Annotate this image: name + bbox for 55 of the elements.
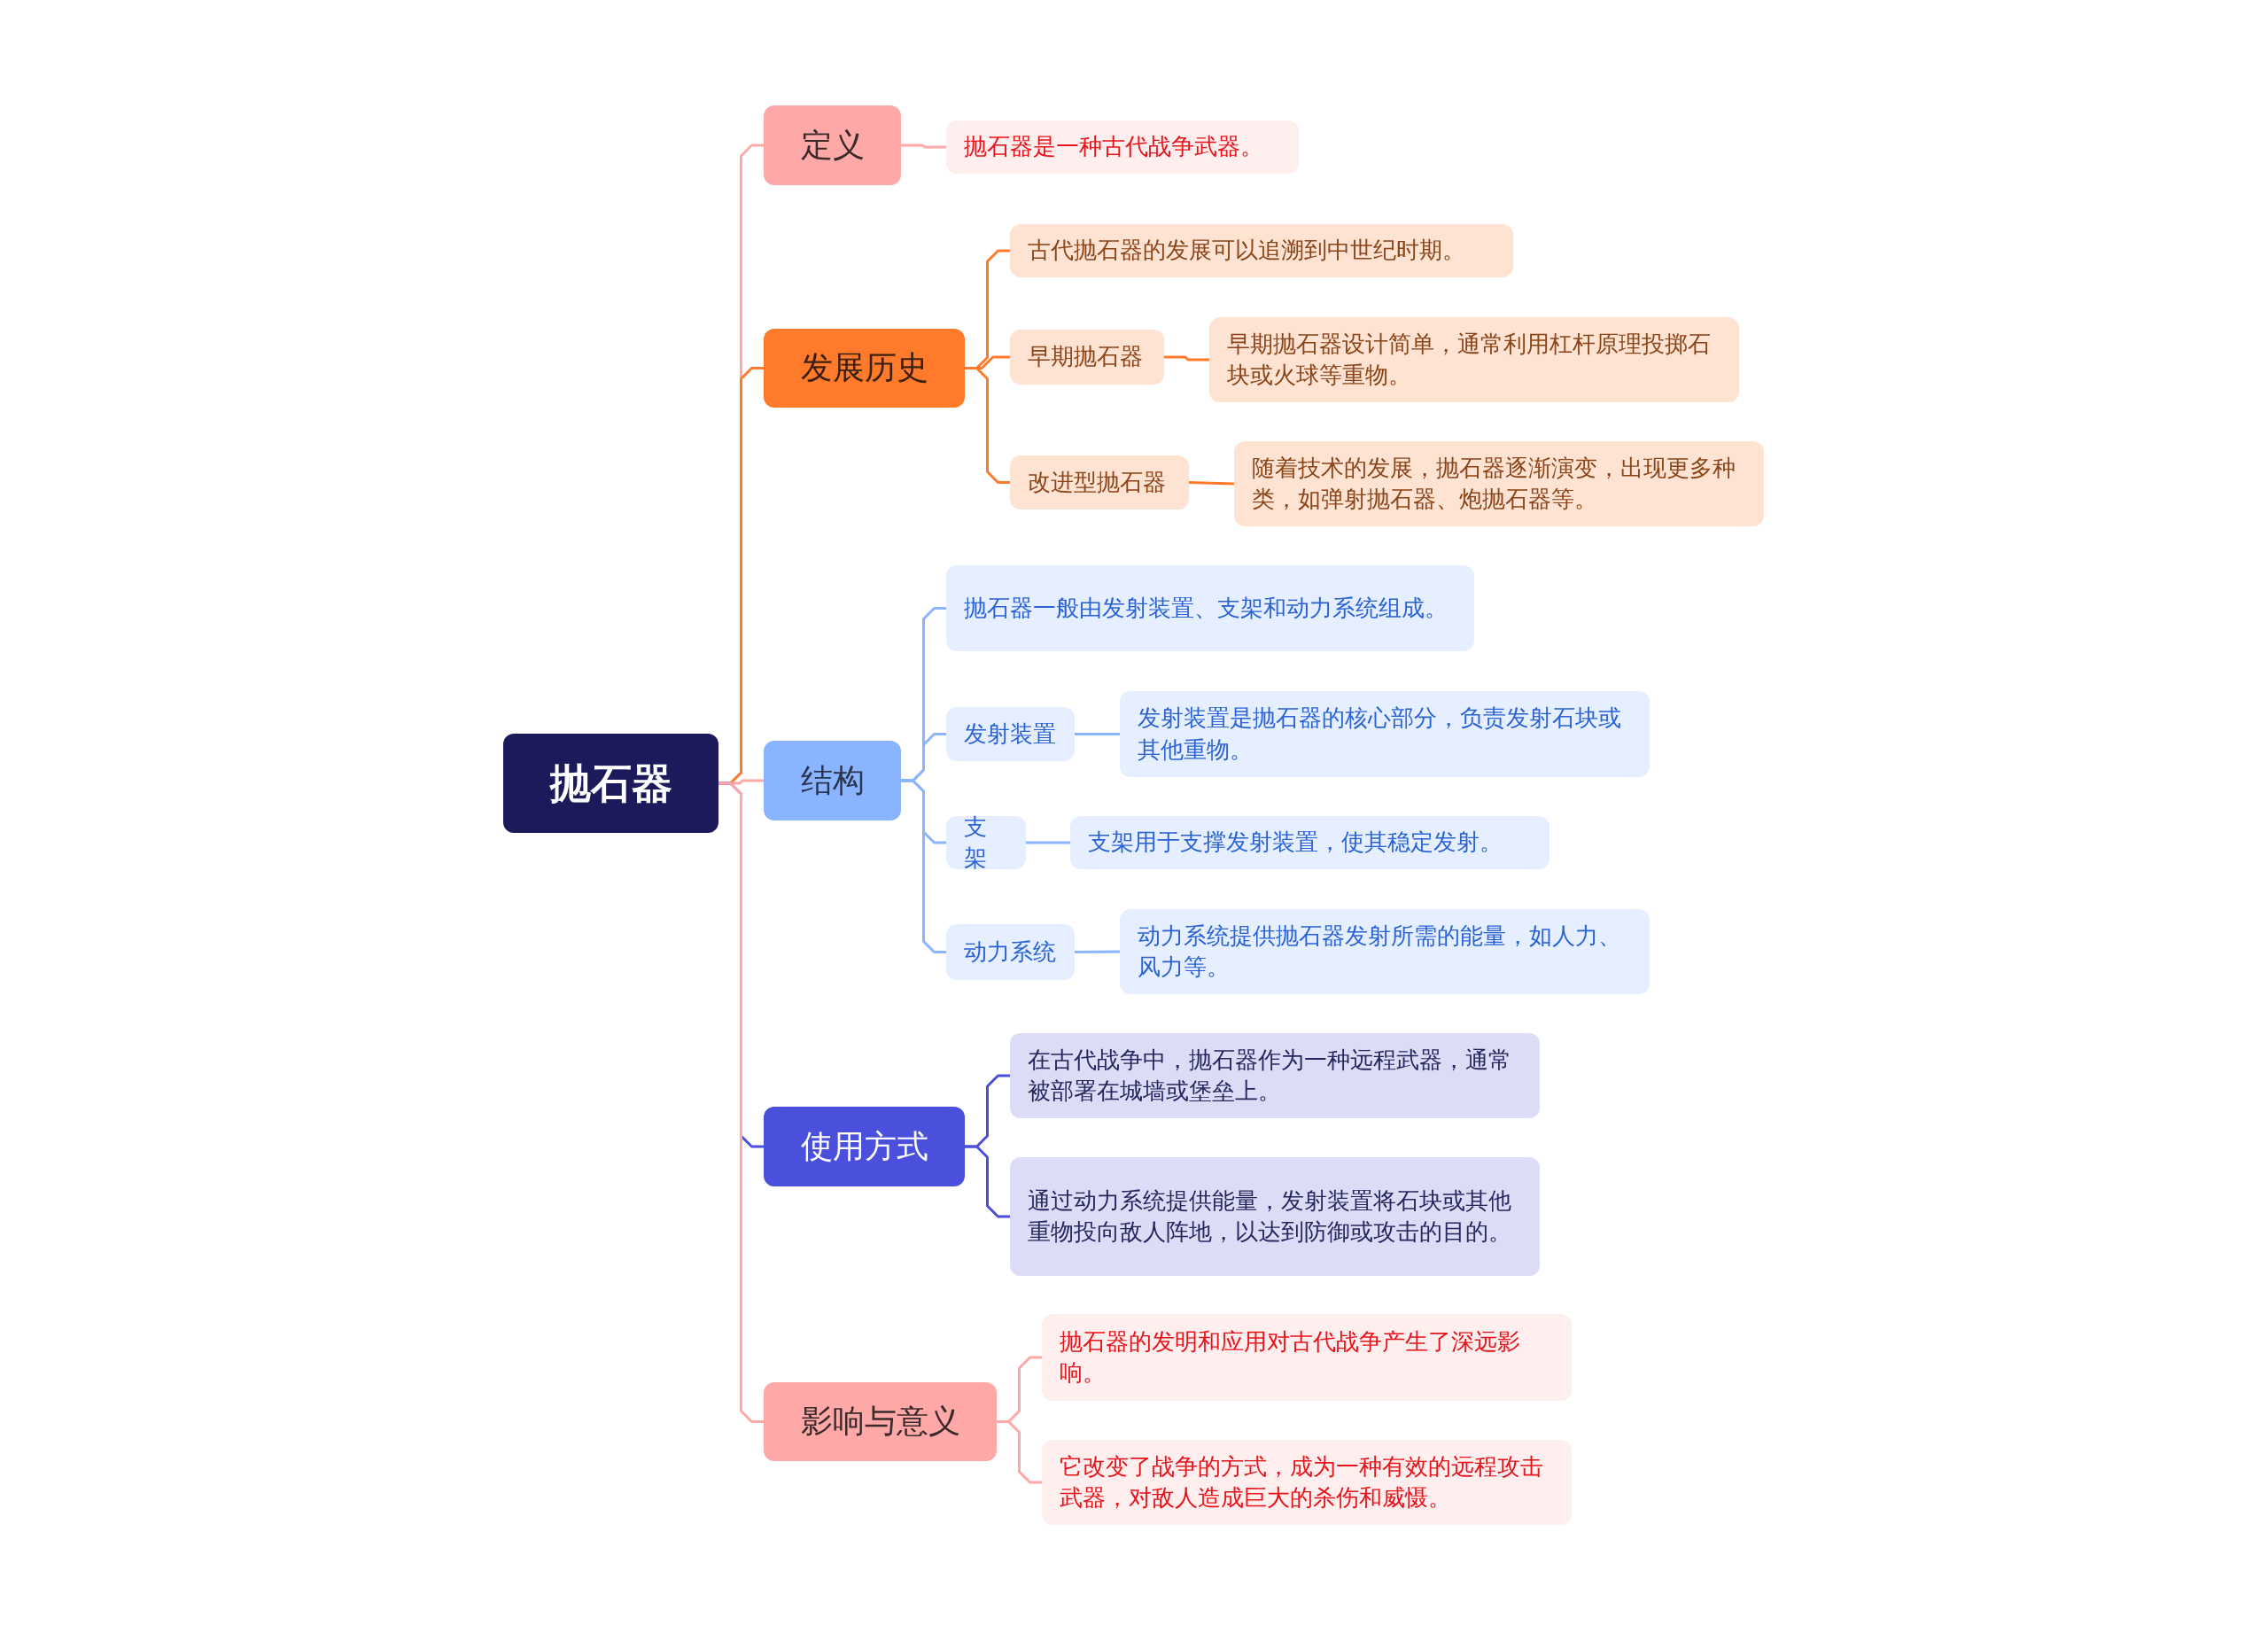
subtopic-text: 发射装置是抛石器的核心部分，负责发射石块或其他重物。 — [1138, 704, 1622, 765]
topic-box — [764, 1382, 997, 1461]
subtopic-box — [1120, 909, 1650, 994]
subtopic-box — [946, 924, 1075, 980]
subtopic-box — [946, 121, 1299, 174]
subtopic-text: 支架用于支撑发射装置，使其稳定发射。 — [1088, 828, 1503, 858]
subtopic-box — [1209, 317, 1739, 402]
connector-line — [965, 367, 1010, 484]
subtopic-text: 它改变了战争的方式，成为一种有效的远程攻击武器，对敌人造成巨大的杀伤和威慑。 — [1060, 1451, 1544, 1512]
topic-box — [764, 741, 901, 820]
connector-line — [901, 779, 946, 953]
connector-line — [1075, 950, 1120, 953]
subtopic-box — [946, 707, 1075, 761]
topic-box — [764, 105, 901, 185]
subtopic-box — [1010, 224, 1513, 277]
subtopic-text: 古代抛石器的发展可以追溯到中世纪时期。 — [1028, 236, 1465, 266]
subtopic-text: 抛石器的发明和应用对古代战争产生了深远影响。 — [1060, 1326, 1521, 1388]
subtopic-box — [1010, 330, 1164, 385]
topic-box — [764, 1107, 965, 1186]
connector-line — [1026, 841, 1070, 844]
central-topic-text: 抛石器 — [549, 758, 672, 809]
subtopic-box — [1010, 1033, 1540, 1118]
subtopic-box — [946, 816, 1026, 869]
topic-text: 定义 — [800, 125, 865, 165]
subtopic-box — [1070, 816, 1550, 869]
connector-line — [1075, 733, 1120, 735]
subtopic-box — [1120, 691, 1650, 777]
central-topic-box — [503, 734, 718, 833]
subtopic-text: 早期抛石器设计简单，通常利用杠杆原理投掷石块或火球等重物。 — [1227, 329, 1712, 390]
subtopic-text: 抛石器一般由发射装置、支架和动力系统组成。 — [964, 593, 1448, 623]
topic-text: 使用方式 — [800, 1126, 928, 1166]
topic-text: 发展历史 — [800, 348, 928, 388]
connector-line — [901, 144, 946, 149]
subtopic-box — [1042, 1440, 1572, 1525]
subtopic-box — [946, 565, 1474, 651]
subtopic-box — [1010, 1157, 1540, 1276]
topic-text: 结构 — [800, 760, 865, 800]
subtopic-box — [1010, 455, 1189, 509]
subtopic-text: 在古代战争中，抛石器作为一种远程武器，通常被部署在城墙或堡垒上。 — [1028, 1045, 1512, 1106]
subtopic-text: 改进型抛石器 — [1028, 467, 1166, 497]
subtopic-box — [1234, 441, 1764, 526]
connector-line — [1164, 355, 1209, 362]
subtopic-text: 抛石器是一种古代战争武器。 — [964, 132, 1263, 162]
subtopic-text: 支架 — [964, 812, 988, 873]
connector-line — [997, 1420, 1042, 1484]
topic-text: 影响与意义 — [800, 1402, 960, 1442]
subtopic-text: 早期抛石器 — [1028, 342, 1143, 372]
subtopic-text: 动力系统 — [964, 937, 1056, 967]
connector-line — [1188, 481, 1235, 486]
topic-box — [764, 329, 965, 408]
subtopic-text: 随着技术的发展，抛石器逐渐演变，出现更多种类，如弹射抛石器、炮抛石器等。 — [1252, 453, 1736, 514]
subtopic-text: 发射装置 — [964, 719, 1056, 749]
subtopic-text: 通过动力系统提供能量，发射装置将石块或其他重物投向敌人阵地，以达到防御或攻击的目的。 — [1028, 1186, 1512, 1247]
subtopic-box — [1042, 1314, 1572, 1401]
subtopic-text: 动力系统提供抛石器发射所需的能量，如人力、风力等。 — [1138, 921, 1622, 982]
